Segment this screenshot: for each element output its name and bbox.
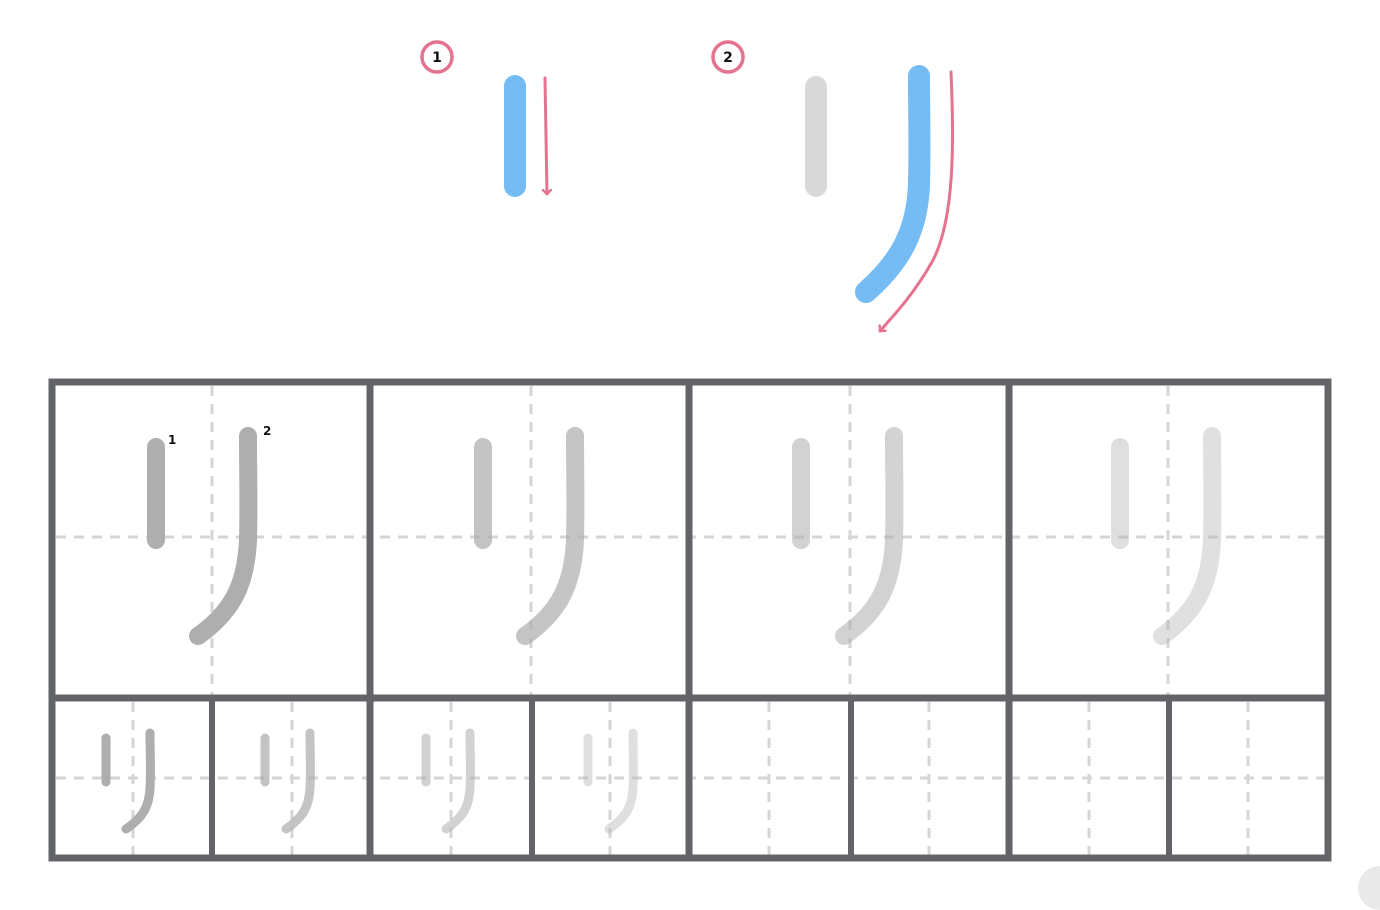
stroke-label-1: 1	[168, 433, 176, 447]
small-cell-2[interactable]	[260, 728, 315, 834]
small-cell-1[interactable]	[101, 728, 155, 834]
small-cell-4[interactable]	[583, 728, 638, 834]
large-cell-4[interactable]	[1111, 427, 1222, 645]
step-1-badge: 1	[420, 40, 454, 74]
stroke-1-arrow	[545, 76, 547, 196]
large-cell-1[interactable]: 1 2	[147, 424, 271, 645]
grid-borders	[48, 378, 1332, 862]
stroke-2-active	[855, 65, 931, 303]
small-cell-3[interactable]	[421, 728, 475, 834]
large-cell-2[interactable]	[474, 427, 585, 645]
large-cell-3[interactable]	[792, 427, 904, 645]
step-1-number: 1	[432, 50, 442, 66]
practice-grid: 1 2	[48, 378, 1332, 862]
stroke-order-step-1: 1	[420, 40, 547, 197]
step-2-number: 2	[723, 50, 733, 66]
writing-worksheet: 1 2	[48, 40, 1332, 862]
stroke-label-2: 2	[263, 424, 271, 438]
stroke-order-step-2: 2	[711, 40, 955, 333]
stroke-2-arrow	[880, 70, 955, 333]
step-2-badge: 2	[711, 40, 745, 74]
